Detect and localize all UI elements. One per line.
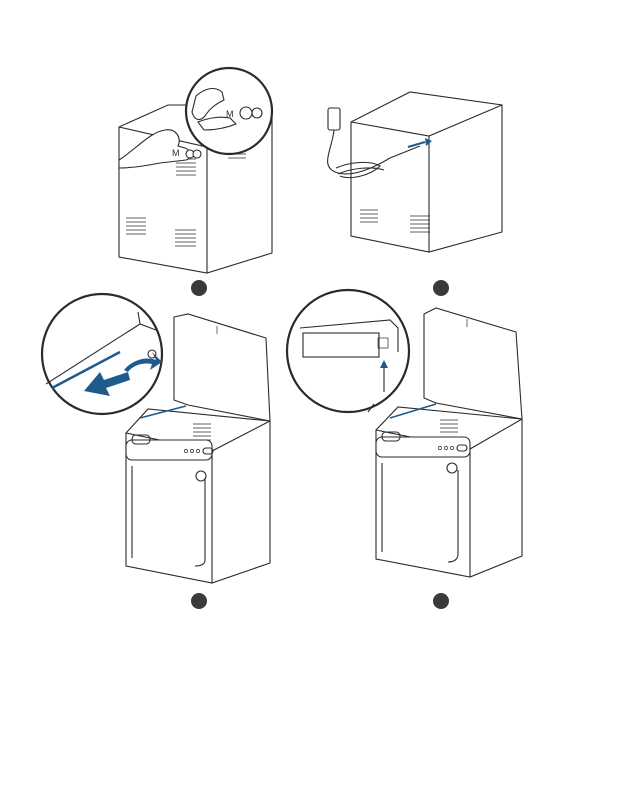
step-1-illustration: M M — [119, 68, 272, 296]
zoom-callout-4 — [287, 290, 409, 412]
zoom-callout-3 — [42, 294, 162, 414]
power-adapter — [328, 108, 340, 130]
open-lid-4 — [424, 308, 522, 419]
step-2-illustration — [328, 92, 502, 296]
magnet-label-large: M — [226, 109, 234, 119]
control-panel-4 — [376, 437, 470, 457]
step-1-marker — [191, 280, 207, 296]
step-4-illustration — [287, 290, 522, 609]
magnet-label-small: M — [172, 148, 180, 158]
step-3-illustration — [42, 294, 270, 609]
open-lid — [174, 314, 270, 421]
step-2-marker — [433, 280, 449, 296]
step-4-marker — [433, 593, 449, 609]
step-3-marker — [191, 593, 207, 609]
